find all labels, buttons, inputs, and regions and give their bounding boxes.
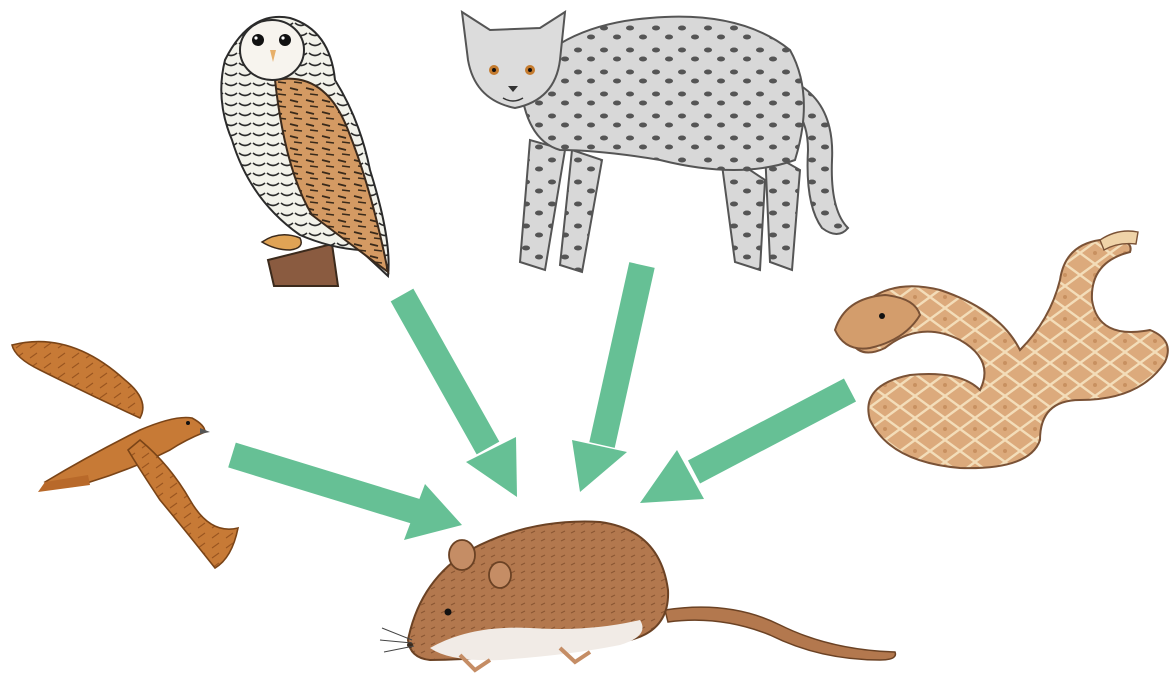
mouse-icon [380,522,895,670]
arrow-cat-to-mouse [572,265,642,492]
hawk-icon [12,342,238,568]
rattlesnake-icon [835,231,1168,468]
arrow-hawk-to-mouse [232,455,462,540]
arrow-snake-to-mouse [640,390,850,503]
owl-icon [221,17,388,286]
arrow-owl-to-mouse [402,295,517,497]
wild-cat-icon [462,12,848,272]
